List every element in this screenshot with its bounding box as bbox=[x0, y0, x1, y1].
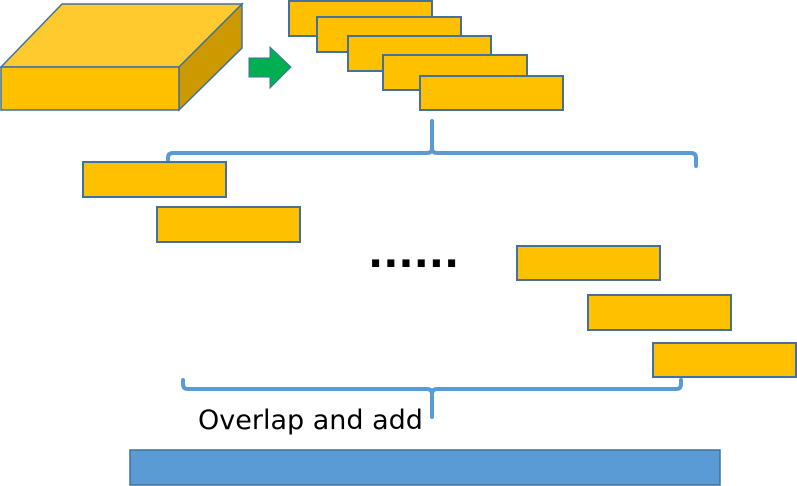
right-arrow-icon bbox=[248, 45, 292, 90]
spread-frame bbox=[652, 342, 797, 378]
split-bracket bbox=[166, 119, 698, 168]
frame-stack bbox=[288, 0, 564, 111]
stack-frame bbox=[419, 75, 564, 111]
spread-frame bbox=[82, 161, 227, 198]
spread-frame bbox=[516, 245, 661, 281]
spread-frame bbox=[587, 294, 732, 331]
spread-frames bbox=[82, 161, 797, 378]
input-block bbox=[0, 2, 244, 112]
spread-frame bbox=[156, 206, 301, 243]
overlap-add-label: Overlap and add bbox=[198, 405, 423, 436]
input-block-front bbox=[0, 66, 180, 111]
overlap-add-bracket bbox=[181, 378, 683, 419]
output-bar bbox=[129, 449, 721, 486]
ellipsis: ...... bbox=[368, 231, 459, 277]
